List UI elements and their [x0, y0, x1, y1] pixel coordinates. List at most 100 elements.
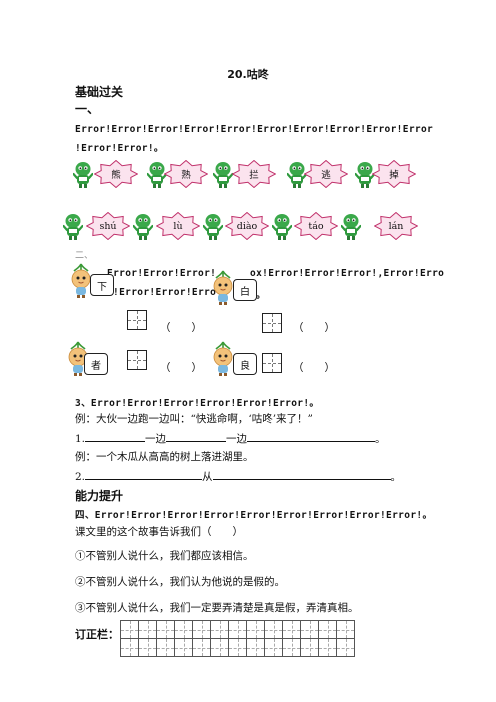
character-star-text: 拦 [249, 170, 259, 181]
correction-cell[interactable] [121, 621, 139, 639]
correction-cell[interactable] [247, 639, 265, 657]
character-star-text: 熊 [111, 170, 121, 181]
correction-cell[interactable] [229, 639, 247, 657]
correction-cell[interactable] [121, 639, 139, 657]
pinyin-star[interactable]: lù [156, 212, 200, 240]
correction-cell[interactable] [247, 621, 265, 639]
q4-option-1[interactable]: ①不管别人说什么，我们都应该相信。 [75, 550, 254, 562]
answer-paren[interactable]: （ ） [293, 362, 335, 374]
correction-cell[interactable] [229, 621, 247, 639]
correction-cell[interactable] [193, 621, 211, 639]
q2-instruction-line1a: Error!Error!Error! [107, 268, 217, 279]
correction-cell[interactable] [175, 621, 193, 639]
character-star-text: 熟 [181, 170, 191, 181]
onion-character-icon [212, 269, 234, 305]
correction-label: 订正栏： [75, 628, 119, 641]
tian-box[interactable] [127, 350, 147, 370]
q2-instruction-line1b: ox!Error!Error!Error!,Error!Erro [250, 268, 445, 279]
tian-box[interactable] [127, 310, 147, 330]
correction-cell[interactable] [193, 639, 211, 657]
pinyin-star-text: shú [99, 220, 117, 232]
fill-blank[interactable] [85, 430, 146, 442]
correction-cell[interactable] [301, 639, 319, 657]
fill-blank[interactable] [166, 430, 227, 442]
q1-instruction-line1: Error!Error!Error!Error!Error!Error!Erro… [75, 124, 434, 135]
q2-instruction-line2a: !Error!Error!Erro [113, 287, 217, 298]
correction-cell[interactable] [283, 621, 301, 639]
q4-option-3[interactable]: ③不管别人说什么，我们一定要弄清楚是真是假，弄清真相。 [75, 602, 359, 614]
cartoon-kid-icon [286, 160, 308, 188]
q3-item-2-word1: 从 [202, 471, 213, 483]
character-star[interactable]: 熟 [164, 160, 208, 188]
answer-paren[interactable]: （ ） [293, 322, 335, 334]
q4-question: 课文里的这个故事告诉我们（ ） [75, 526, 243, 538]
q4-option-2[interactable]: ②不管别人说什么，我们认为他说的是假的。 [75, 576, 285, 588]
correction-cell[interactable] [157, 639, 175, 657]
answer-paren[interactable]: （ ） [160, 362, 202, 374]
correction-cell[interactable] [301, 621, 319, 639]
q3-item-2-end: 。 [390, 471, 402, 483]
character-star[interactable]: 逃 [304, 160, 348, 188]
section-advanced-heading: 能力提升 [75, 489, 124, 503]
answer-paren[interactable]: （ ） [160, 322, 202, 334]
correction-cell[interactable] [175, 639, 193, 657]
q3-item-2: 2.从。 [75, 468, 401, 484]
q3-item-1-number: 1. [75, 433, 86, 445]
cartoon-kid-icon [72, 160, 94, 188]
correction-cell[interactable] [265, 621, 283, 639]
q3-heading: 3、Error!Error!Error!Error!Error!Error!。 [75, 398, 320, 409]
character-star-text: 掉 [389, 170, 399, 181]
correction-cell[interactable] [337, 639, 355, 657]
pinyin-star-text: diào [236, 220, 258, 232]
fill-blank[interactable] [247, 430, 376, 442]
correction-cell[interactable] [319, 621, 337, 639]
q3-item-1-word2: 一边 [226, 433, 248, 445]
correction-grid[interactable] [120, 620, 355, 657]
q2-number: 二、 [75, 251, 94, 261]
tian-box[interactable] [262, 313, 282, 333]
q3-example-1: 例：大伙一边跑一边叫：“快逃命啊，‘咕咚’来了！” [75, 413, 313, 425]
pinyin-star[interactable]: lán [374, 212, 418, 240]
fill-blank[interactable] [85, 468, 203, 480]
pinyin-star[interactable]: shú [86, 212, 130, 240]
cartoon-kid-icon [202, 212, 224, 240]
tian-box[interactable] [262, 353, 282, 373]
correction-cell[interactable] [283, 639, 301, 657]
correction-cell[interactable] [211, 621, 229, 639]
cartoon-kid-icon [132, 212, 154, 240]
q3-example-2: 例：一个木瓜从高高的树上落进湖里。 [75, 451, 254, 463]
q1-number: 一、 [75, 102, 100, 116]
q1-instruction-line2: !Error!Error!。 [75, 143, 164, 154]
character-star-text: 逃 [321, 170, 331, 181]
correction-cell[interactable] [265, 639, 283, 657]
character-star[interactable]: 掉 [372, 160, 416, 188]
cartoon-kid-icon [146, 160, 168, 188]
correction-cell[interactable] [139, 639, 157, 657]
q3-item-1-word1: 一边 [145, 433, 167, 445]
correction-cell[interactable] [319, 639, 337, 657]
pinyin-star-text: lù [173, 220, 183, 232]
section-basic-heading: 基础过关 [75, 85, 124, 99]
pinyin-star[interactable]: táo [294, 212, 338, 240]
pinyin-star-text: táo [308, 220, 324, 232]
pinyin-star[interactable]: diào [225, 212, 269, 240]
correction-cell[interactable] [157, 621, 175, 639]
q2-instruction-line2b: 。 [256, 290, 266, 301]
character-star[interactable]: 熊 [94, 160, 138, 188]
fill-blank[interactable] [212, 468, 391, 480]
character-card: 白 [233, 279, 257, 301]
cartoon-kid-icon [354, 160, 376, 188]
pinyin-star-text: lán [388, 220, 404, 232]
onion-character-icon [67, 340, 89, 376]
correction-cell[interactable] [337, 621, 355, 639]
correction-cell[interactable] [139, 621, 157, 639]
character-card: 者 [84, 353, 108, 375]
q3-item-1-end: 。 [375, 433, 386, 445]
correction-cell[interactable] [211, 639, 229, 657]
cartoon-kid-icon [340, 212, 362, 240]
character-star[interactable]: 拦 [232, 160, 276, 188]
onion-character-icon [212, 340, 234, 376]
cartoon-kid-icon [271, 212, 293, 240]
q3-item-1: 1. 一边 一边 。 [75, 430, 386, 446]
